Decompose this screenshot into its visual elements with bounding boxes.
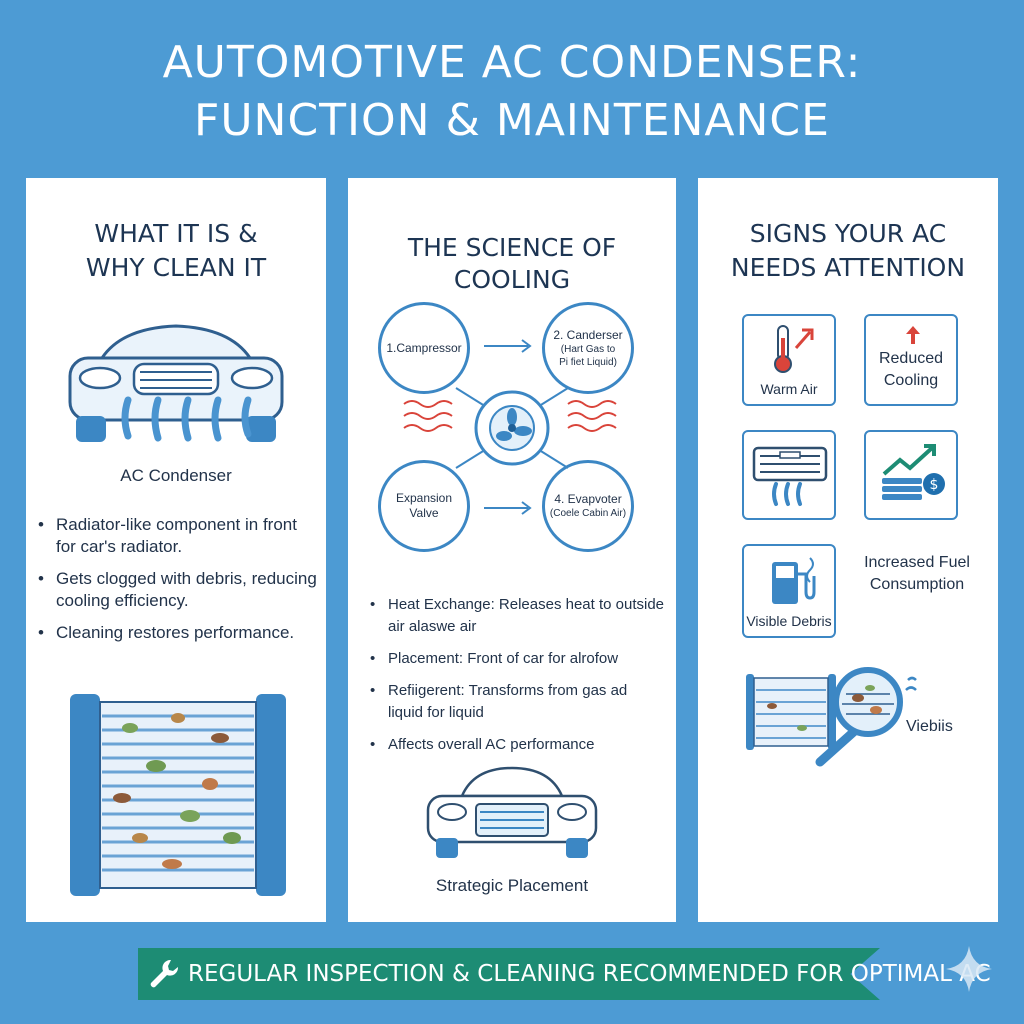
cycle-node-expansion-valve: Expansion Valve xyxy=(378,460,470,552)
sign-reduced-cooling: Reduced Cooling xyxy=(864,314,958,406)
cycle-node-compressor: 1.Campressor xyxy=(378,302,470,394)
warm-air-label: Warm Air xyxy=(760,381,818,397)
list-item: Refiigerent: Transforms from gas ad liqu… xyxy=(366,680,666,724)
panel3-heading-line-2: NEEDS ATTENTION xyxy=(730,253,966,282)
list-item: Gets clogged with debris, reducing cooli… xyxy=(34,568,319,612)
cooling-cycle-diagram xyxy=(403,339,617,515)
list-item: Heat Exchange: Releases heat to outside … xyxy=(366,594,666,638)
money-trend-icon: $ xyxy=(882,444,945,500)
wrench-icon xyxy=(150,959,179,988)
air-vent-icon xyxy=(752,446,828,506)
reduced-cooling-label-line-2: Cooling xyxy=(883,372,939,389)
panel2-heading: THE SCIENCE OF COOLING xyxy=(407,233,617,294)
panel1-heading-line-1: WHAT IT IS & xyxy=(94,219,258,248)
viebiis-label: Viebiis xyxy=(906,718,953,735)
car-front-icon xyxy=(426,766,598,858)
cycle-node-evaporator: 4. Evapvoter (Coele Cabin Air) xyxy=(542,460,634,552)
fuel-consumption-label: Increased Fuel Consumption xyxy=(864,554,970,593)
placement-caption: Strategic Placement xyxy=(435,876,589,895)
sparkle-icon xyxy=(946,946,992,992)
list-item: Cleaning restores performance. xyxy=(34,622,319,644)
panel1-bullet-list: Radiator-like component in front for car… xyxy=(34,514,319,654)
list-item: Affects overall AC performance xyxy=(366,734,666,756)
visible-debris-label: Visible Debris xyxy=(746,613,832,629)
magnifier-inspection-icon xyxy=(746,667,917,767)
cycle-node-condenser: 2. Canderser (Hart Gas to Pi fiet Liquid… xyxy=(542,302,634,394)
panel-what-it-is: WHAT IT IS & WHY CLEAN IT AC Condenser R… xyxy=(26,178,326,922)
sign-cost-increase: $ xyxy=(864,430,958,520)
panel2-bullet-list: Heat Exchange: Releases heat to outside … xyxy=(366,594,666,766)
panel-science-of-cooling: THE SCIENCE OF COOLING 1.Campressor 2. C… xyxy=(348,178,676,922)
sign-warm-air: Warm Air xyxy=(742,314,836,406)
clogged-condenser-icon xyxy=(70,694,286,896)
title-line-1: AUTOMOTIVE AC CONDENSER: xyxy=(162,37,862,88)
banner-text: REGULAR INSPECTION & CLEANING RECOMMENDE… xyxy=(188,961,991,987)
list-item: Radiator-like component in front for car… xyxy=(34,514,319,558)
list-item: Placement: Front of car for alrofow xyxy=(366,648,666,670)
fuel-pump-icon xyxy=(772,557,816,604)
sign-weak-airflow xyxy=(742,430,836,520)
page-title: AUTOMOTIVE AC CONDENSER: FUNCTION & MAIN… xyxy=(0,34,1024,150)
title-line-2: FUNCTION & MAINTENANCE xyxy=(194,95,830,146)
panel1-heading-line-2: WHY CLEAN IT xyxy=(85,253,267,282)
panel-signs-attention: SIGNS YOUR AC NEEDS ATTENTION Warm Air R… xyxy=(698,178,998,922)
recommendation-banner xyxy=(138,948,880,1000)
sign-visible-debris: Visible Debris xyxy=(742,544,836,638)
arrow-up-icon xyxy=(906,326,920,344)
panel3-heading-line-1: SIGNS YOUR AC xyxy=(749,219,947,248)
car-front-airflow-icon xyxy=(68,324,284,442)
thermometer-icon xyxy=(774,325,814,373)
reduced-cooling-label-line-1: Reduced xyxy=(878,350,944,367)
condenser-caption: AC Condenser xyxy=(120,466,232,485)
svg-text:$: $ xyxy=(930,477,939,493)
